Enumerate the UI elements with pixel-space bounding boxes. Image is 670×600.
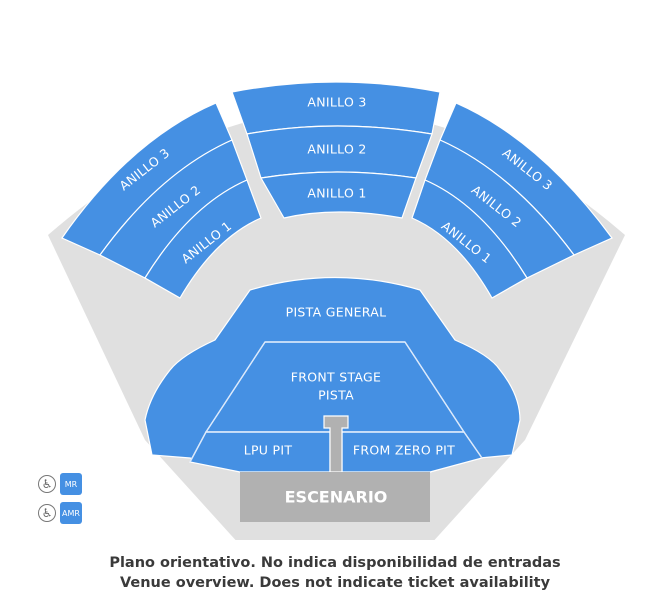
legend-badge-amr: AMR bbox=[60, 502, 82, 524]
venue-seating-map: ANILLO 3 ANILLO 2 ANILLO 1 ANILLO 3 ANIL… bbox=[48, 81, 625, 540]
wheelchair-icon: ♿ bbox=[38, 504, 56, 522]
legend-item-amr: ♿ AMR bbox=[38, 501, 82, 525]
section-left-anillo-1[interactable] bbox=[144, 179, 262, 299]
section-right-anillo-1[interactable] bbox=[411, 179, 528, 299]
stage-platform bbox=[240, 472, 430, 522]
disclaimer-spanish: Plano orientativo. No indica disponibili… bbox=[109, 555, 561, 571]
disclaimer-english: Venue overview. Does not indicate ticket… bbox=[119, 575, 551, 591]
stage: ESCENARIO bbox=[240, 415, 430, 522]
legend-badge-mr: MR bbox=[60, 473, 82, 495]
legend-item-mr: ♿ MR bbox=[38, 472, 82, 496]
wheelchair-icon: ♿ bbox=[38, 475, 56, 493]
accessibility-legend: ♿ MR ♿ AMR bbox=[38, 472, 82, 530]
section-lpu-pit[interactable] bbox=[189, 431, 331, 473]
stage-label: ESCENARIO bbox=[285, 488, 388, 507]
section-center-anillo-1[interactable] bbox=[260, 171, 417, 219]
section-center-anillo-2[interactable] bbox=[246, 125, 433, 179]
